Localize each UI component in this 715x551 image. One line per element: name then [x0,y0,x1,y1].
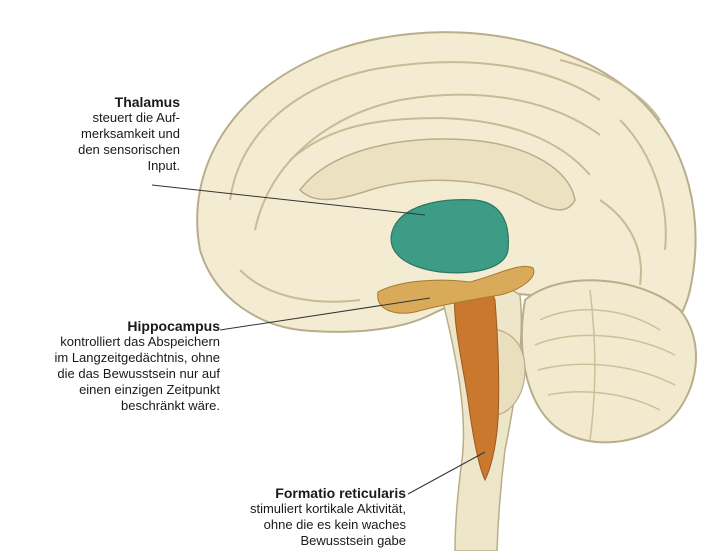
thalamus-description: steuert die Auf- merksamkeit und den sen… [40,110,180,174]
formatio-title: Formatio reticularis [150,485,406,501]
cerebellum [522,280,696,442]
hippocampus-description: kontrolliert das Abspeichern im Langzeit… [0,334,220,414]
formatio-description: stimuliert kortikale Aktivität, ohne die… [150,501,406,549]
thalamus-label: Thalamus steuert die Auf- merksamkeit un… [40,94,180,174]
thalamus-title: Thalamus [40,94,180,110]
hippocampus-label: Hippocampus kontrolliert das Abspeichern… [0,318,220,414]
formatio-label: Formatio reticularis stimuliert kortikal… [150,485,406,549]
hippocampus-title: Hippocampus [0,318,220,334]
